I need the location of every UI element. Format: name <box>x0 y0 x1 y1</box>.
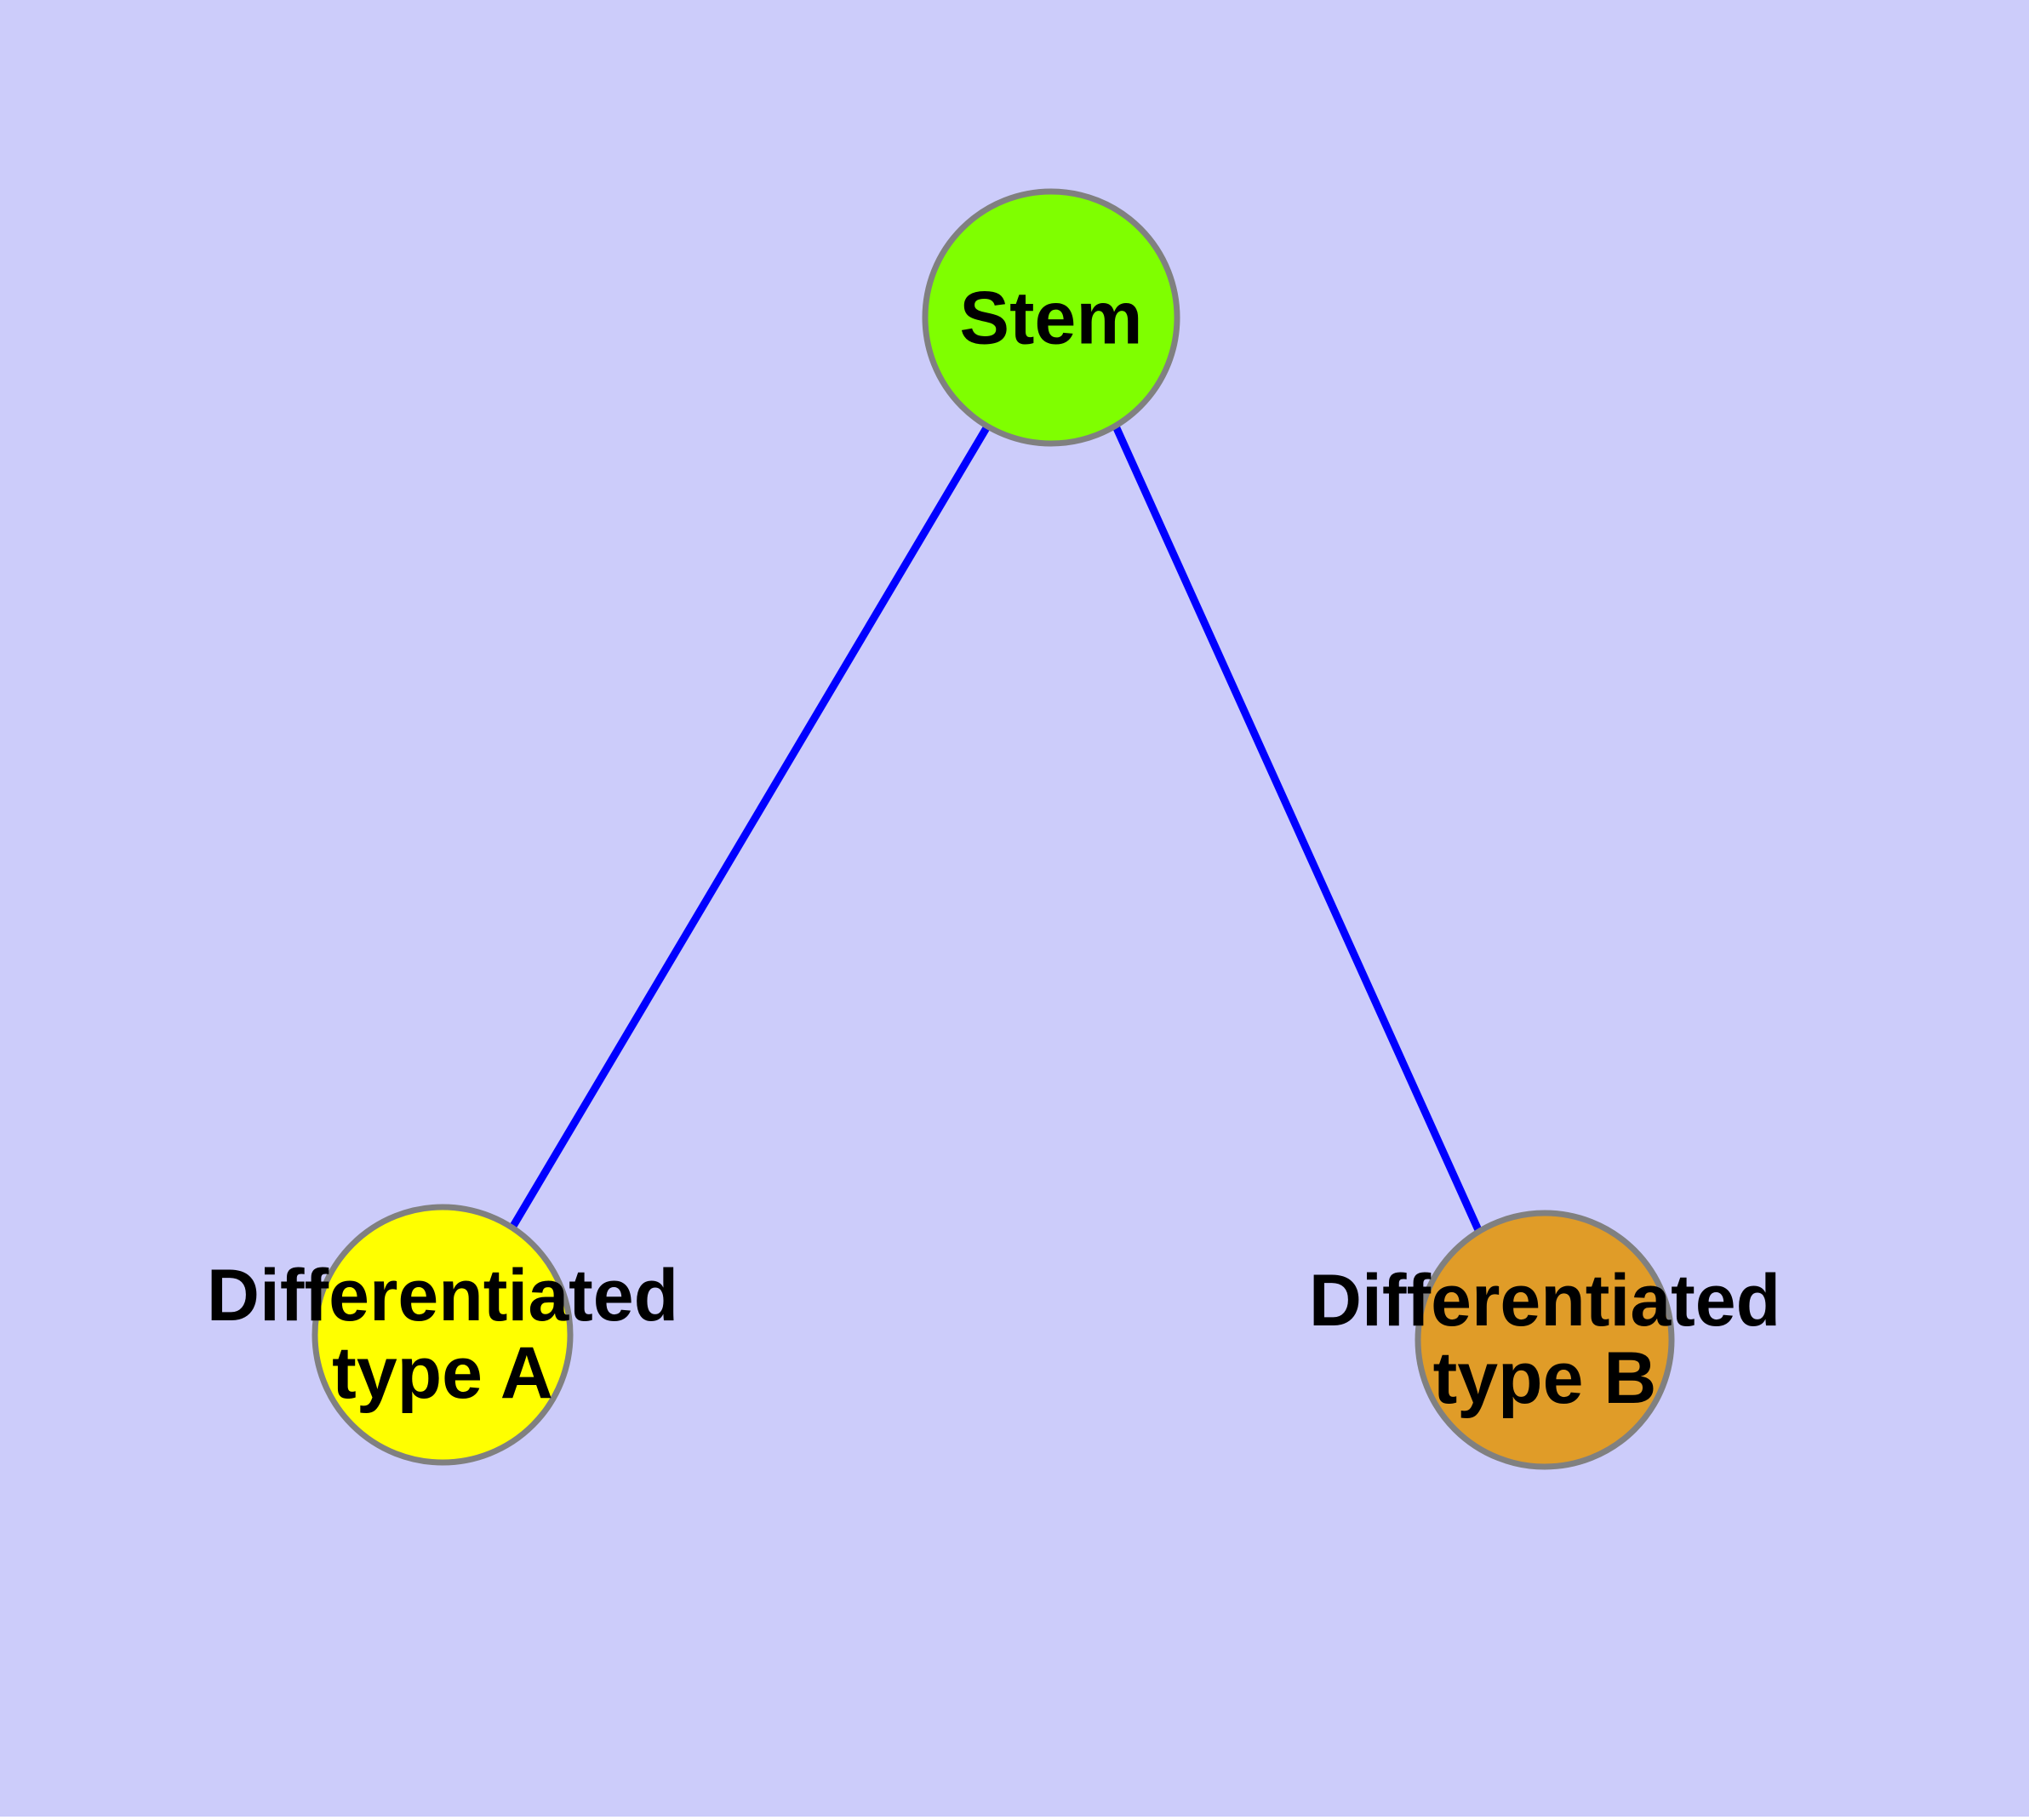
edge-stem-to-differentiated-type-a[interactable] <box>508 422 992 1232</box>
edge-stem-to-differentiated-type-b[interactable] <box>1112 424 1483 1234</box>
node-differentiated-type-b-circle[interactable] <box>1415 1210 1675 1470</box>
canvas-bottom-margin <box>0 1817 2029 1820</box>
node-differentiated-type-a-circle[interactable] <box>311 1204 574 1466</box>
edge-layer <box>508 422 1483 1234</box>
node-layer <box>311 188 1675 1470</box>
node-stem-circle[interactable] <box>922 188 1180 447</box>
